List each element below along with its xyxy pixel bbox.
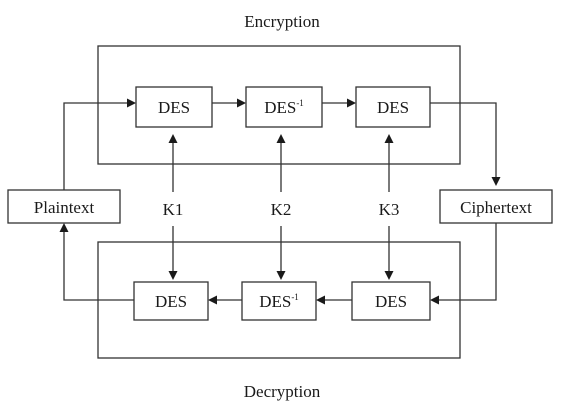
encryption-frame [97,45,461,165]
encryption-to-ciphertext-line [430,102,497,180]
arrowhead [208,295,217,305]
enc-stage-2-label: DES-1 [264,98,304,117]
arrowhead [59,223,69,232]
key-3-label: K3 [379,200,400,219]
arrowhead [276,271,286,280]
arrowhead [237,98,246,108]
arrowhead [276,134,286,143]
arrowhead [430,295,439,305]
arrowhead [127,98,136,108]
enc-stage-1-label: DES [158,98,190,117]
arrowhead [384,134,394,143]
enc-stage-1-box [135,86,213,128]
plaintext-box [7,189,121,224]
key-1-label: K1 [163,200,184,219]
dec-stage-1-label: DES [155,292,187,311]
encryption-title: Encryption [244,12,320,31]
arrowhead [316,295,325,305]
dec-stage-2-label: DES-1 [259,292,299,311]
enc-stage-3-box [355,86,431,128]
arrowhead [347,98,356,108]
decryption-to-plaintext-line [63,229,134,301]
enc-stage-3-label: DES [377,98,409,117]
dec-stage-1-box [133,281,209,321]
dec-stage-3-label: DES [375,292,407,311]
arrowhead [384,271,394,280]
plaintext-label: Plaintext [34,198,95,217]
arrowhead [168,271,178,280]
ciphertext-to-decryption-line [436,223,497,301]
enc-stage-2-box [245,86,323,128]
ciphertext-label: Ciphertext [460,198,532,217]
decryption-title: Decryption [244,382,321,401]
arrowhead [168,134,178,143]
plaintext-to-encryption-line [63,102,130,190]
ciphertext-box [439,189,553,224]
dec-stage-2-box [241,281,317,321]
arrowhead [491,177,501,186]
key-2-label: K2 [271,200,292,219]
dec-stage-3-box [351,281,431,321]
